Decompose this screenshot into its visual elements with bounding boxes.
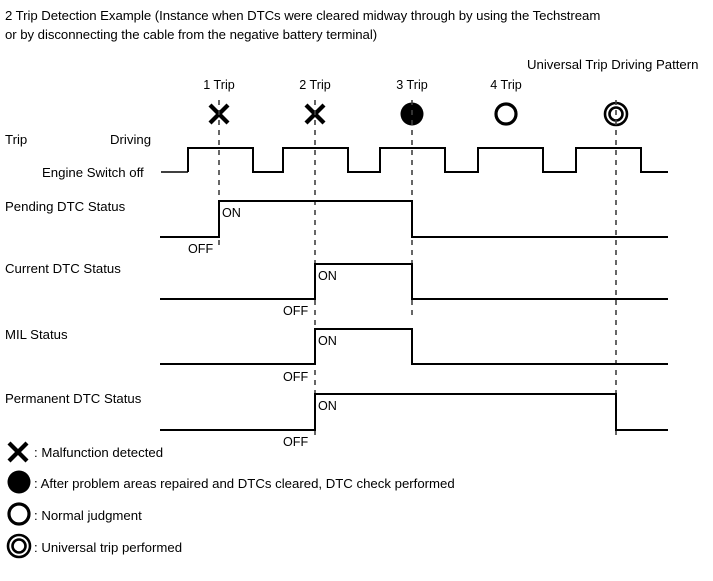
- level-label-driving: Driving: [110, 132, 151, 147]
- legend-item-malfunction: : Malfunction detected: [7, 441, 163, 463]
- legend-open-circle-icon: [7, 502, 31, 526]
- off-label-mil: OFF: [283, 370, 308, 384]
- on-label-pending-dtc: ON: [222, 206, 241, 220]
- page-title-line-1: 2 Trip Detection Example (Instance when …: [5, 8, 601, 23]
- off-label-permanent-dtc: OFF: [283, 435, 308, 449]
- off-label-pending-dtc: OFF: [188, 242, 213, 256]
- trip-marker-4-open-circle-icon: [494, 102, 518, 126]
- on-label-mil: ON: [318, 334, 337, 348]
- trip-header-1: 1 Trip: [203, 78, 235, 92]
- waveform-permanent-dtc-status: [160, 393, 668, 431]
- page-title-line-2: or by disconnecting the cable from the n…: [5, 27, 378, 42]
- legend-text-dtc-check: : After problem areas repaired and DTCs …: [34, 476, 455, 491]
- trip-header-2: 2 Trip: [299, 78, 331, 92]
- legend: : Malfunction detected : After problem a…: [6, 441, 455, 559]
- trip-header-4: 4 Trip: [490, 78, 522, 92]
- row-label-mil-status: MIL Status: [5, 327, 68, 342]
- row-label-current-dtc-status: Current DTC Status: [5, 261, 121, 276]
- row-label-pending-dtc-status: Pending DTC Status: [5, 199, 126, 214]
- legend-text-universal-trip: : Universal trip performed: [34, 540, 182, 555]
- on-label-current-dtc: ON: [318, 269, 337, 283]
- legend-double-circle-icon: [6, 533, 32, 559]
- page-title: 2 Trip Detection Example (Instance when …: [5, 6, 705, 44]
- legend-filled-circle-icon: [7, 470, 31, 494]
- legend-text-malfunction: : Malfunction detected: [34, 445, 163, 460]
- legend-item-normal-judgment: : Normal judgment: [7, 502, 142, 526]
- universal-pattern-label: Universal Trip Driving Pattern: [527, 57, 699, 72]
- off-label-current-dtc: OFF: [283, 304, 308, 318]
- waveform-mil-status: [160, 328, 668, 365]
- legend-cross-icon: [7, 441, 29, 463]
- trip-header-3: 3 Trip: [396, 78, 428, 92]
- legend-item-universal-trip: : Universal trip performed: [6, 533, 182, 559]
- waveform-current-dtc-status: [160, 263, 668, 300]
- legend-text-normal-judgment: : Normal judgment: [34, 508, 142, 523]
- waveform-trip: [187, 147, 668, 173]
- on-label-permanent-dtc: ON: [318, 399, 337, 413]
- row-label-trip: Trip: [5, 132, 27, 147]
- legend-item-dtc-check: : After problem areas repaired and DTCs …: [7, 470, 455, 494]
- level-label-engine-switch-off: Engine Switch off: [42, 165, 144, 180]
- waveform-pending-dtc-status: [160, 200, 668, 238]
- row-label-permanent-dtc-status: Permanent DTC Status: [5, 391, 142, 406]
